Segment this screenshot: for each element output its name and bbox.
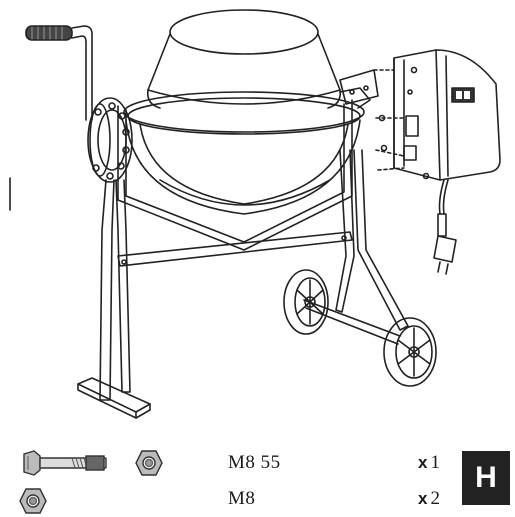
motor-housing bbox=[339, 49, 501, 181]
quantity-prefix: x bbox=[418, 489, 428, 508]
part-label-nut: M8 bbox=[228, 488, 256, 509]
quantity-prefix: x bbox=[418, 453, 428, 472]
frame-stand bbox=[77, 149, 409, 419]
mixer-assembly-diagram bbox=[9, 9, 501, 419]
drum-yoke bbox=[117, 87, 371, 251]
wheel-left bbox=[283, 269, 329, 335]
wheel-right bbox=[383, 317, 437, 387]
nut-icon bbox=[135, 450, 163, 476]
nut-icon-2 bbox=[19, 488, 47, 514]
quantity-value: 2 bbox=[430, 488, 440, 509]
crank-handle bbox=[25, 25, 93, 121]
part-label-bolt: M8 55 bbox=[228, 452, 281, 473]
quantity-value: 1 bbox=[430, 452, 440, 473]
power-cord bbox=[433, 179, 457, 275]
section-badge: H bbox=[462, 451, 510, 505]
bolt-icon bbox=[23, 450, 107, 476]
mixer-drum bbox=[123, 9, 365, 215]
